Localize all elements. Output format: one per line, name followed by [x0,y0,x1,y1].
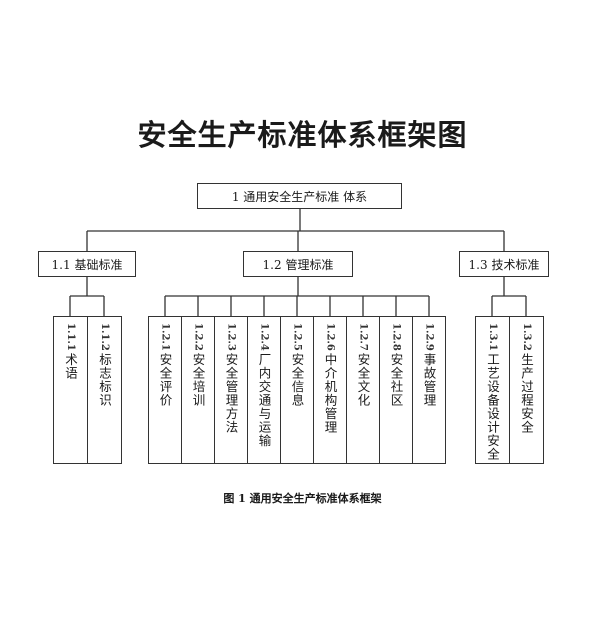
leaf-label: 厂内交通与运输 [256,352,272,448]
root-node: 1 通用安全生产标准 体系 [197,183,402,209]
leaf-label: 安全文化 [355,352,371,407]
category-node-basic: 1.1 基础标准 [38,251,136,277]
category-node-label: 1.2 管理标准 [262,257,334,272]
leaf-label: 术语 [63,352,78,380]
leaf-label: 安全管理方法 [223,352,239,434]
category-node-label: 1.3 技术标准 [468,257,540,272]
leaf-node: 1.2.5 安全信息 [280,316,314,464]
leaf-node: 1.3.1 工艺设备设计安全 [475,316,510,464]
leaf-node: 1.2.3 安全管理方法 [214,316,248,464]
category-node-technical: 1.3 技术标准 [459,251,549,277]
leaf-label: 工艺设备设计安全 [485,352,500,461]
leaf-node: 1.2.1 安全评价 [148,316,182,464]
leaf-code: 1.2.4 [258,323,270,351]
leaf-code: 1.2.6 [324,323,336,351]
leaf-label: 中介机构管理 [322,352,338,434]
diagram-title: 安全生产标准体系框架图 [137,118,468,152]
leaf-label: 事故管理 [421,352,437,407]
leaf-label: 安全培训 [190,352,206,407]
leaf-node: 1.1.2 标志标识 [87,316,122,464]
leaf-code: 1.2.2 [192,323,204,351]
leaf-code: 1.2.8 [390,323,402,351]
leaf-code: 1.3.1 [487,323,498,351]
leaf-node: 1.2.7 安全文化 [346,316,380,464]
leaf-code: 1.2.5 [291,323,303,351]
leaf-node: 1.2.4 厂内交通与运输 [247,316,281,464]
leaf-node: 1.2.8 安全社区 [379,316,413,464]
leaf-code: 1.1.1 [65,323,76,351]
leaf-code: 1.2.7 [357,323,369,351]
root-node-label: 1 通用安全生产标准 体系 [231,189,368,204]
leaf-code: 1.3.2 [521,323,532,351]
leaf-node: 1.1.1 术语 [53,316,88,464]
leaf-node: 1.2.2 安全培训 [181,316,215,464]
leaf-code: 1.2.3 [225,323,237,351]
leaf-node: 1.2.6 中介机构管理 [313,316,347,464]
category-node-management: 1.2 管理标准 [243,251,353,277]
leaf-code: 1.2.1 [159,323,171,351]
leaf-code: 1.1.2 [99,323,110,351]
leaf-label: 生产过程安全 [519,352,534,434]
category-node-label: 1.1 基础标准 [51,257,123,272]
figure-caption: 图 1 通用安全生产标准体系框架 [223,492,382,505]
leaf-node: 1.2.9 事故管理 [412,316,446,464]
leaf-label: 安全信息 [289,352,305,407]
leaf-label: 标志标识 [97,352,112,407]
leaf-node: 1.3.2 生产过程安全 [509,316,544,464]
leaf-code: 1.2.9 [423,323,435,351]
leaf-label: 安全评价 [157,352,173,407]
leaf-label: 安全社区 [388,352,404,407]
